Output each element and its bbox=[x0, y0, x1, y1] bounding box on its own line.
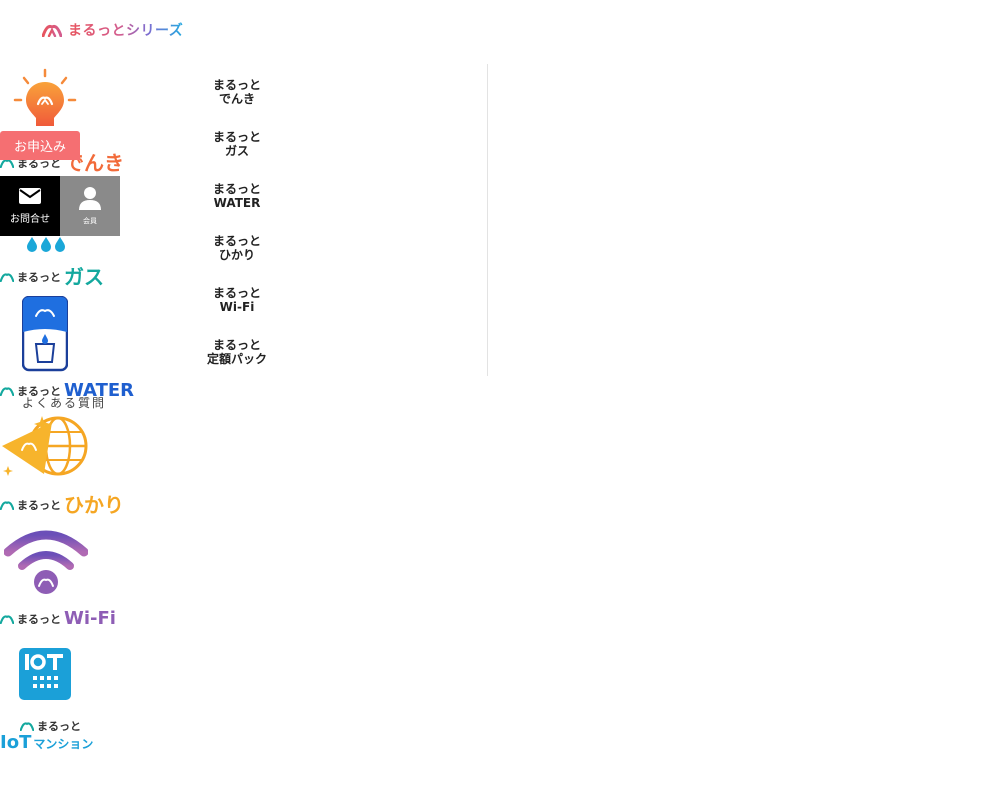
logo-text: まるっとシリーズ bbox=[68, 20, 183, 40]
nav-item-hikari[interactable]: まるっと ひかり bbox=[196, 222, 278, 274]
brand-iot-prefix-row[interactable]: まるっと bbox=[20, 718, 81, 734]
member-button[interactable]: 会員 bbox=[60, 176, 120, 236]
brand-water-name: WATER bbox=[64, 380, 135, 401]
brand-gas-name: ガス bbox=[64, 265, 104, 289]
nav-item-teigaku-pack[interactable]: まるっと 定額パック bbox=[196, 326, 278, 378]
nav-item-line1: まるっと bbox=[212, 234, 261, 248]
nav-item-line2: WATER bbox=[213, 196, 261, 210]
nav-item-line1: まるっと bbox=[212, 130, 261, 144]
maru-logo-icon bbox=[0, 615, 14, 624]
brand-wifi-name: Wi-Fi bbox=[64, 608, 116, 629]
service-nav-menu: まるっと でんき まるっと ガス まるっと WATER まるっと ひかり まるっ… bbox=[196, 66, 278, 378]
brand-wifi-prefix: まるっと bbox=[17, 613, 61, 626]
apply-button[interactable]: お申込み bbox=[0, 131, 80, 160]
maru-logo-icon bbox=[0, 501, 14, 510]
brand-water-prefix: まるっと bbox=[17, 385, 61, 398]
nav-item-line1: まるっと bbox=[212, 338, 261, 352]
brand-denki-prefix: まるっと bbox=[17, 157, 61, 170]
brand-hikari[interactable]: まるっと ひかり bbox=[0, 492, 124, 518]
brand-iot-suffix: マンション bbox=[33, 737, 94, 751]
nav-item-line1: まるっと bbox=[212, 182, 261, 196]
nav-item-denki[interactable]: まるっと でんき bbox=[196, 66, 278, 118]
iot-building-icon[interactable] bbox=[19, 648, 71, 700]
brand-iot-prefix: まるっと bbox=[37, 720, 81, 733]
water-server-icon[interactable] bbox=[22, 296, 68, 372]
nav-item-line2: でんき bbox=[218, 92, 255, 106]
brand-wifi[interactable]: まるっと Wi-Fi bbox=[0, 606, 116, 632]
apply-button-label: お申込み bbox=[13, 140, 66, 155]
nav-item-line2: 定額パック bbox=[206, 352, 267, 366]
member-button-label: 会員 bbox=[83, 217, 97, 225]
maru-logo-icon bbox=[0, 273, 14, 282]
lightbulb-icon[interactable] bbox=[12, 68, 78, 134]
faq-link[interactable]: よくある質問 bbox=[22, 396, 107, 410]
nav-item-wifi[interactable]: まるっと Wi-Fi bbox=[196, 274, 278, 326]
maru-logo-icon bbox=[0, 159, 14, 168]
brand-water[interactable]: まるっと WATER bbox=[0, 378, 134, 404]
brand-iot[interactable]: IoT マンション bbox=[0, 732, 93, 753]
nav-divider bbox=[487, 64, 488, 376]
brand-gas-prefix: まるっと bbox=[17, 271, 61, 284]
contact-button[interactable]: お問合せ bbox=[0, 176, 60, 236]
gas-flame-icon[interactable] bbox=[26, 236, 66, 252]
nav-item-water[interactable]: まるっと WATER bbox=[196, 170, 278, 222]
nav-item-gas[interactable]: まるっと ガス bbox=[196, 118, 278, 170]
nav-item-line2: Wi-Fi bbox=[219, 300, 255, 314]
maru-logo-icon bbox=[0, 387, 14, 396]
nav-item-line2: ガス bbox=[224, 144, 249, 158]
site-logo[interactable]: まるっとシリーズ bbox=[42, 18, 183, 42]
brand-iot-name: IoT bbox=[0, 732, 32, 753]
nav-item-line1: まるっと bbox=[212, 286, 261, 300]
contact-button-label: お問合せ bbox=[10, 213, 50, 225]
brand-hikari-name: ひかり bbox=[64, 493, 124, 517]
maru-logo-icon bbox=[20, 722, 34, 731]
wifi-icon[interactable] bbox=[4, 526, 88, 596]
hikari-globe-icon[interactable] bbox=[0, 414, 92, 480]
user-icon bbox=[79, 187, 101, 210]
maru-logo-icon bbox=[42, 24, 62, 37]
nav-item-line2: ひかり bbox=[218, 248, 255, 262]
envelope-icon bbox=[19, 187, 41, 204]
nav-item-line1: まるっと bbox=[212, 78, 261, 92]
brand-gas[interactable]: まるっと ガス bbox=[0, 264, 104, 290]
brand-hikari-prefix: まるっと bbox=[17, 499, 61, 512]
